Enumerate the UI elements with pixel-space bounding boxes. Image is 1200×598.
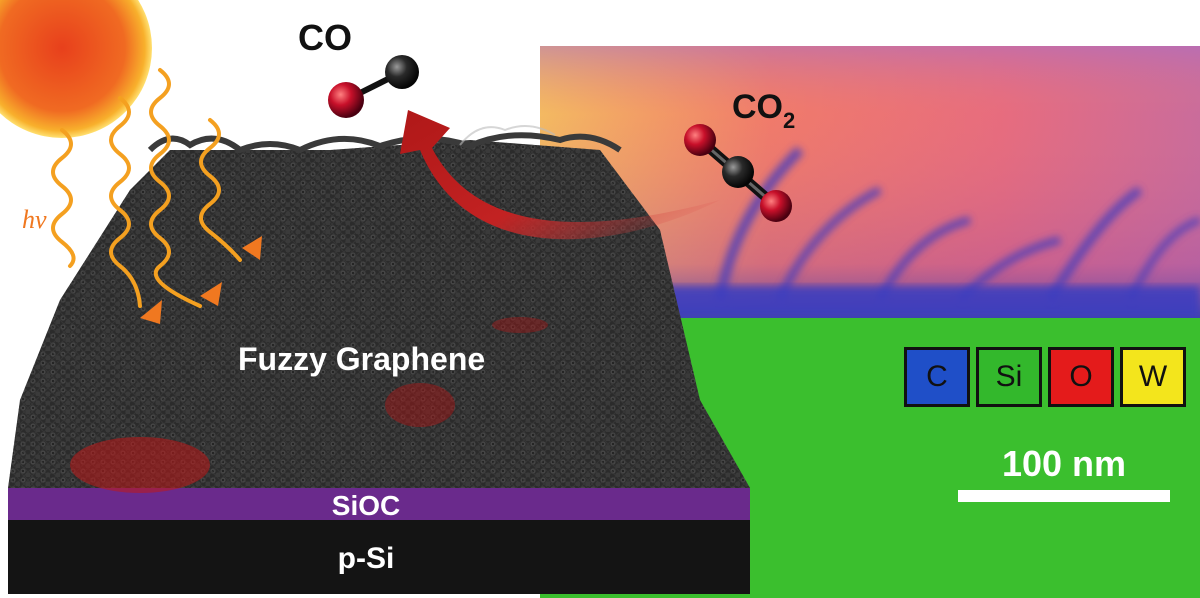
element-legend: C Si O W xyxy=(904,347,1186,407)
legend-label: O xyxy=(1069,360,1093,393)
psi-layer xyxy=(8,520,750,594)
legend-label: W xyxy=(1138,360,1168,393)
sioc-layer xyxy=(8,488,750,520)
legend-label: C xyxy=(926,360,948,393)
light-waves xyxy=(51,68,242,308)
co-label: CO xyxy=(298,17,352,58)
substrate-block xyxy=(8,125,750,594)
reaction-arrow xyxy=(400,110,720,240)
legend-label: Si xyxy=(995,360,1023,393)
sun-icon xyxy=(0,0,152,138)
scale-bar xyxy=(958,490,1170,502)
psi-label: p-Si xyxy=(338,542,395,575)
legend-item-carbon: C xyxy=(904,347,970,407)
sioc-label: SiOC xyxy=(332,490,400,521)
light-wave-arrowheads xyxy=(140,236,262,324)
scale-bar-label: 100 nm xyxy=(1001,443,1127,484)
legend-item-oxygen: O xyxy=(1048,347,1114,407)
legend-item-silicon: Si xyxy=(976,347,1042,407)
hv-label: hv xyxy=(22,205,47,234)
co-molecule xyxy=(328,55,419,118)
fuzzy-graphene-label: Fuzzy Graphene xyxy=(238,341,485,377)
legend-item-tungsten: W xyxy=(1120,347,1186,407)
co2-label: CO2 xyxy=(732,88,795,133)
co2-molecule xyxy=(684,124,792,222)
